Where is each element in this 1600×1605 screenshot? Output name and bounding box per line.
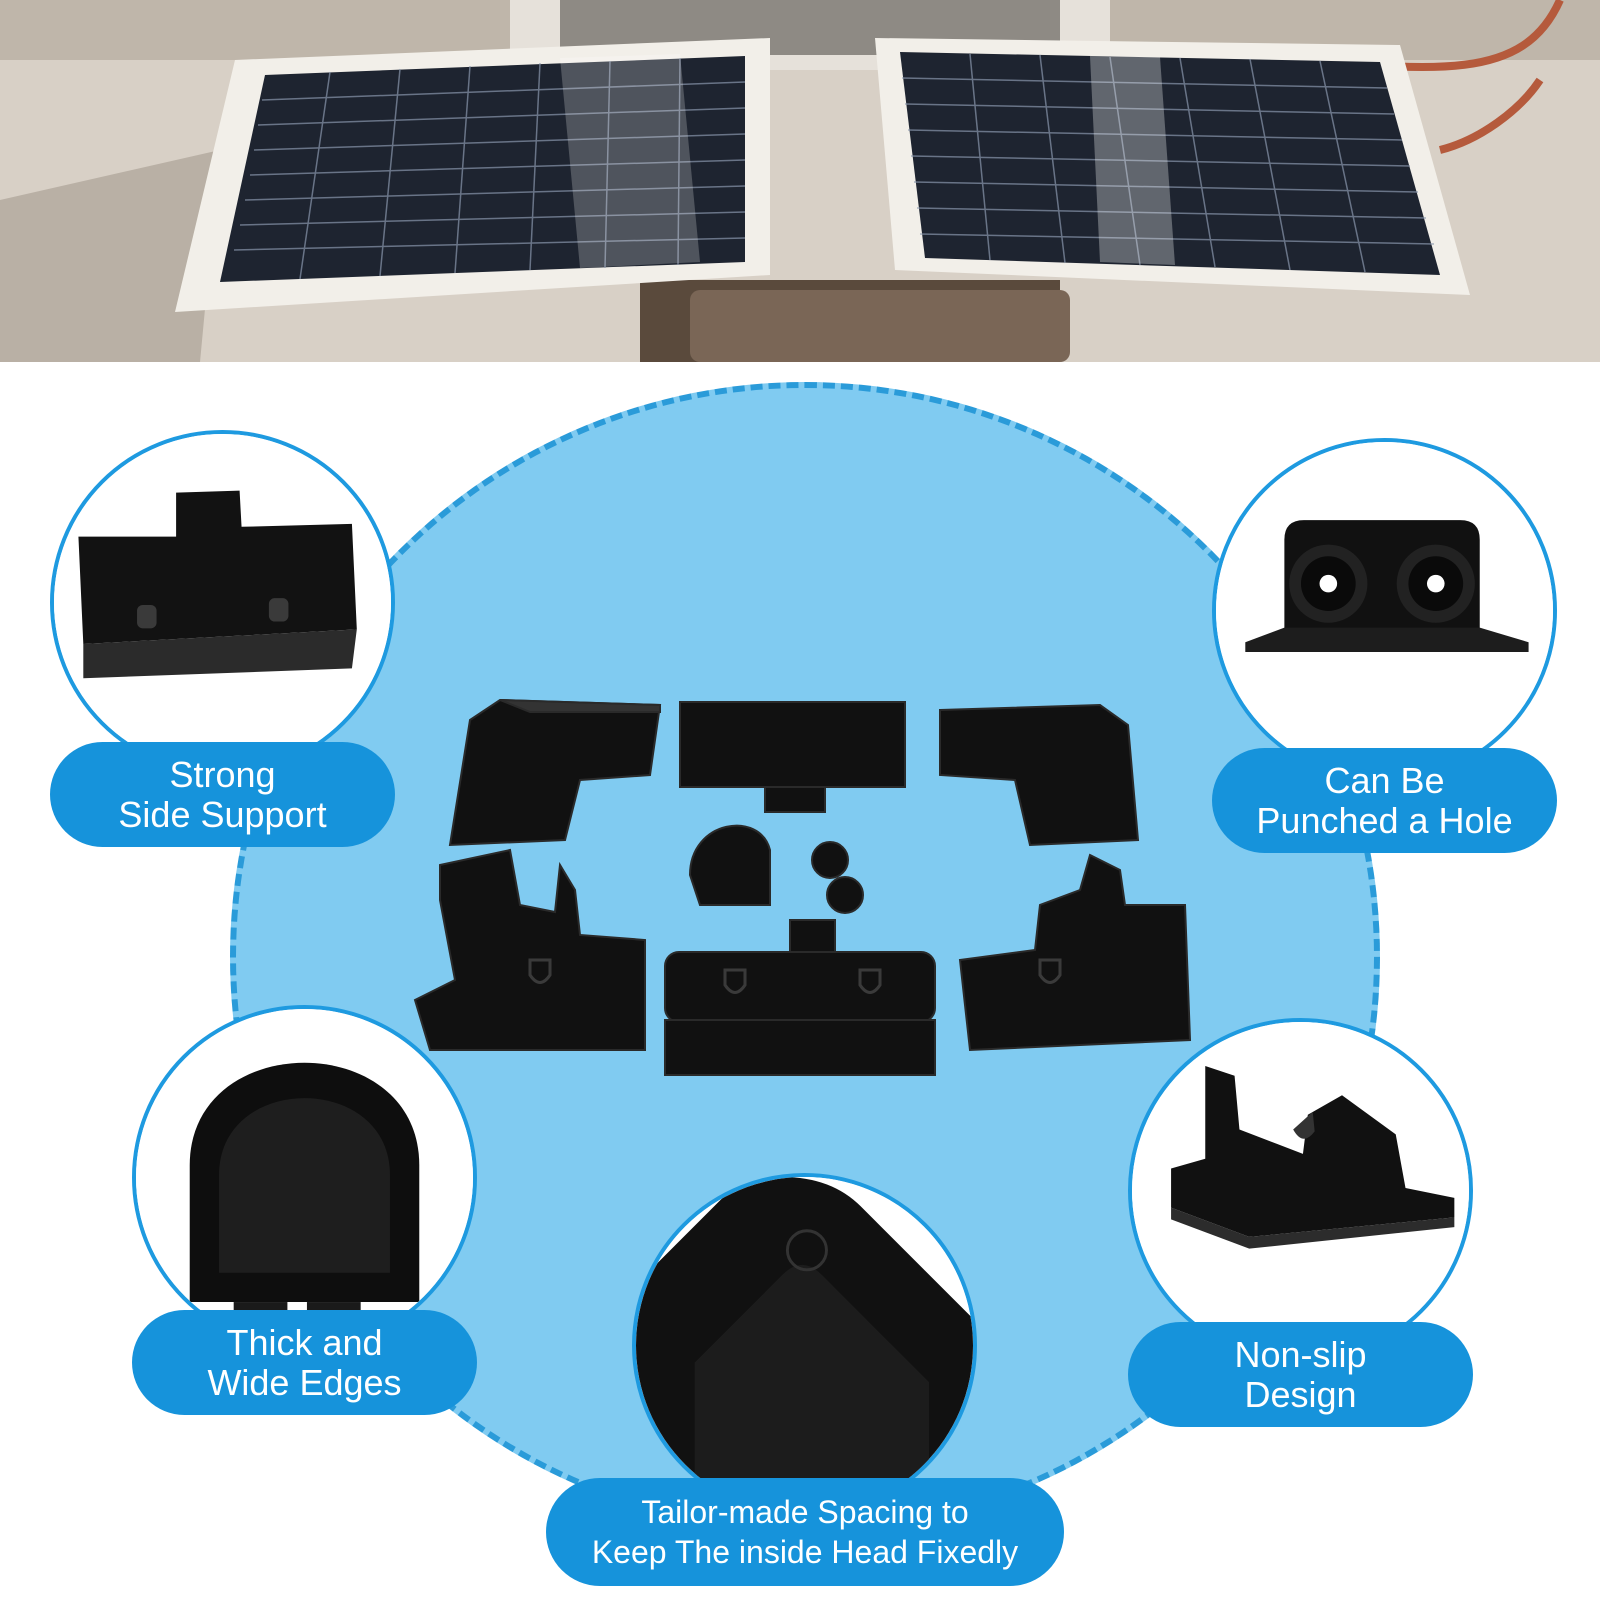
spacing-label: Tailor-made Spacing to Keep The inside H… [546,1478,1064,1586]
spacing-line1: Tailor-made Spacing to [641,1494,969,1530]
non-slip-line2: Design [1244,1373,1357,1415]
non-slip-bubble [1128,1018,1473,1363]
cable-hole-line2: Punched a Hole [1256,799,1513,841]
thick-edges-line1: Thick and [226,1321,383,1363]
cable-hole-bubble [1212,438,1557,783]
thick-edges-label: Thick and Wide Edges [132,1310,477,1415]
side-support-line1: Strong [169,753,276,795]
cable-hole-line1: Can Be [1324,759,1445,801]
cable-hole-label: Can Be Punched a Hole [1212,748,1557,853]
non-slip-line1: Non-slip [1234,1333,1367,1375]
rv-solar-panels-photo [0,0,1600,362]
thick-edges-bubble [132,1005,477,1350]
spacing-line2: Keep The inside Head Fixedly [591,1534,1019,1570]
non-slip-label: Non-slip Design [1128,1322,1473,1427]
side-support-bubble [50,430,395,775]
side-support-line2: Side Support [118,793,327,835]
spacing-bubble [632,1173,977,1518]
thick-edges-line2: Wide Edges [207,1361,402,1403]
side-support-label: Strong Side Support [50,742,395,847]
